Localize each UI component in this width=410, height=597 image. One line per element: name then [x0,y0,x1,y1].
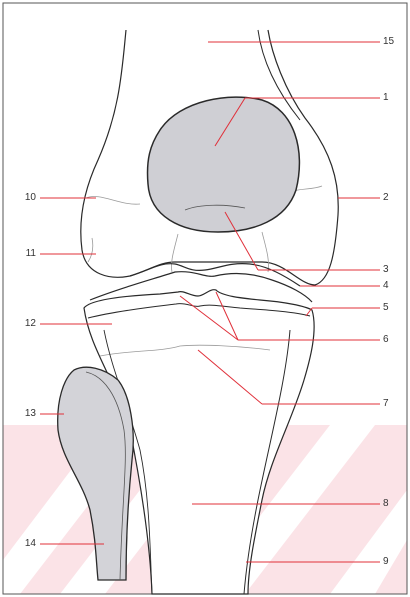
label-13: 13 [16,409,36,419]
label-11: 11 [16,249,36,259]
label-1: 1 [383,93,403,103]
label-4: 4 [383,281,403,291]
label-8: 8 [383,499,403,509]
label-15: 15 [383,37,403,47]
label-9: 9 [383,557,403,567]
label-6: 6 [383,335,403,345]
label-10: 10 [16,193,36,203]
femur-condyles [130,264,300,286]
label-5: 5 [383,303,403,313]
label-3: 3 [383,265,403,275]
label-7: 7 [383,399,403,409]
label-2: 2 [383,193,403,203]
label-14: 14 [16,539,36,549]
label-12: 12 [16,319,36,329]
